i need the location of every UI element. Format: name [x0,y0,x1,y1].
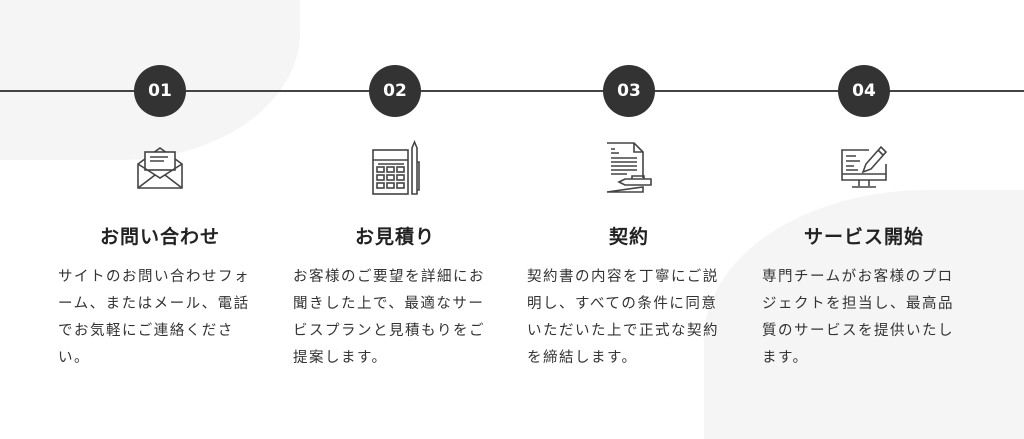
step-description: お客様のご要望を詳細にお聞きした上で、最適なサービスプランと見積もりをご提案しま… [293,269,485,366]
step-3: 03 契約 契約書の内容を丁寧にご説明し、すべての条件に同意いただいた上で正式な… [527,0,729,439]
envelope-icon [137,147,183,189]
step-description: 契約書の内容を丁寧にご説明し、すべての条件に同意いただいた上で正式な契約を締結し… [527,269,719,366]
step-description: サイトのお問い合わせフォーム、またはメール、電話でお気軽にご連絡ください。 [58,269,250,366]
step-number: 01 [134,65,186,117]
step-title: 契約 [608,226,649,248]
calculator-icon [372,140,420,195]
step-description: 専門チームがお客様のプロジェクトを担当し、最高品質のサービスを提供いたします。 [762,269,954,366]
step-title: お問い合わせ [99,226,220,248]
step-4: 04 サービス開始 専門チームがお客様のプロジェクトを担当し、最高品質のサービス… [762,0,964,439]
step-number: 04 [838,65,890,117]
step-number: 03 [603,65,655,117]
timeline-line [0,90,1024,92]
step-2: 02 お見積り お客様のご要望を詳細にお聞きした上で、最適なサービスプランと見積… [293,0,495,439]
step-title: サービス開始 [803,226,924,248]
monitor-edit-icon [841,145,888,188]
step-title: お見積り [354,226,435,248]
step-number: 02 [369,65,421,117]
step-1: 01 お問い合わせ サイトのお問い合わせフォーム、またはメール、電話でお気軽にご… [58,0,260,439]
contract-icon [606,142,652,193]
